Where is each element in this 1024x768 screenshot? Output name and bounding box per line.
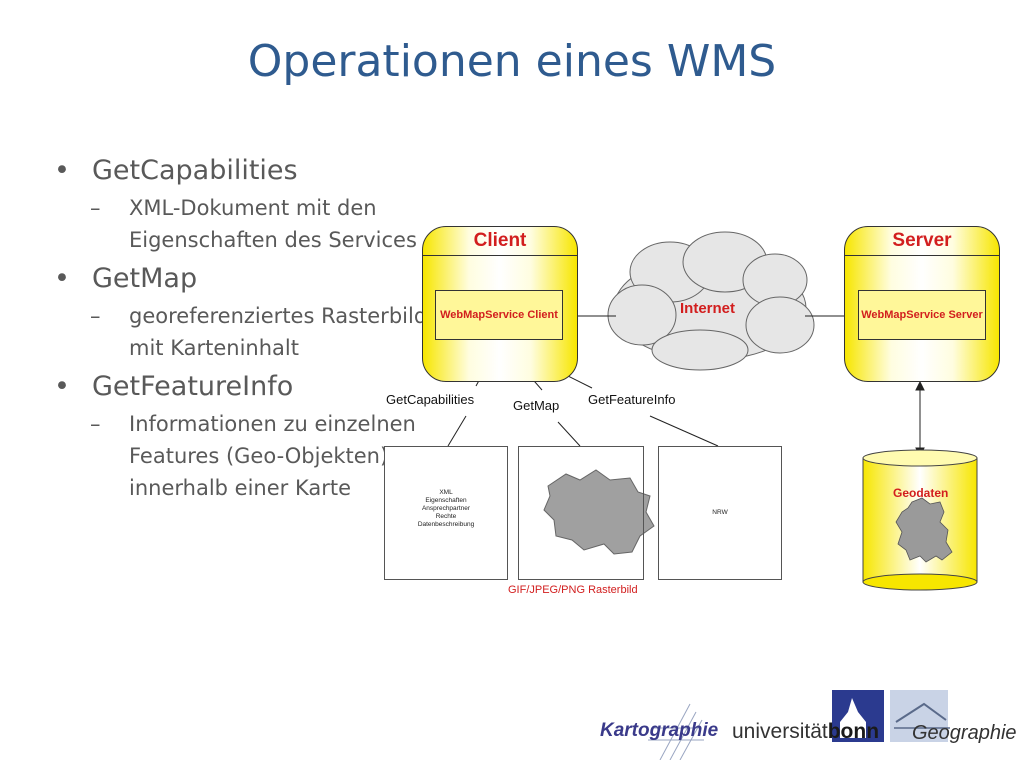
geodaten-label: Geodaten: [893, 486, 949, 500]
university-logo-mark: [832, 690, 884, 742]
bullet-getmap: GetMap: [52, 262, 432, 296]
slide-title: Operationen eines WMS: [247, 36, 777, 87]
geographie-text: Geographie: [912, 722, 1017, 744]
nrw-map-shape: [543, 469, 655, 555]
bullet-list: GetCapabilities –XML-Dokument mit den Ei…: [52, 150, 432, 510]
kartographie-text: Kartographie: [600, 720, 719, 741]
diagram-connectors: [447, 231, 978, 591]
internet-cloud-shape: [607, 231, 815, 371]
xml-document-text: XML Eigenschaften Ansprechpartner Rechte…: [417, 489, 475, 528]
bullet-getfeatureinfo: GetFeatureInfo: [52, 370, 432, 404]
raster-image-document: [518, 446, 644, 580]
geodaten-cylinder-shape: [862, 449, 978, 591]
kartographie-logo-lines: [648, 703, 704, 760]
sub-bullet-getcapabilities: –XML-Dokument mit den Eigenschaften des …: [90, 196, 417, 252]
op-getfeatureinfo-label: GetFeatureInfo: [588, 392, 676, 407]
raster-caption: GIF/JPEG/PNG Rasterbild: [508, 584, 638, 596]
footer-logos: Kartographie universitätbonn Geographie: [600, 688, 1020, 760]
wms-server-box: WebMapService Server: [858, 290, 986, 340]
wms-client-box: WebMapService Client: [435, 290, 563, 340]
sub-bullet-getmap: –georeferenziertes Rasterbild mit Karten…: [90, 304, 428, 360]
client-header: Client: [423, 227, 577, 256]
internet-label: Internet: [680, 300, 736, 317]
universitaet-bonn-text: universitätbonn: [732, 720, 880, 743]
nrw-document-text: NRW: [712, 509, 728, 516]
nrw-document: NRW: [658, 446, 782, 580]
bullet-getcapabilities: GetCapabilities: [52, 154, 432, 188]
op-getmap-label: GetMap: [513, 398, 560, 413]
logo-graphics: [648, 690, 950, 760]
geographie-logo-mark: [890, 690, 950, 742]
op-getcapabilities-label: GetCapabilities: [386, 392, 475, 407]
sub-bullet-getfeatureinfo: –Informationen zu einzelnen Features (Ge…: [90, 412, 416, 500]
xml-document: XML Eigenschaften Ansprechpartner Rechte…: [384, 446, 508, 580]
server-header: Server: [845, 227, 999, 256]
wms-diagram: Client WebMapService Client Server WebMa…: [380, 200, 1020, 610]
